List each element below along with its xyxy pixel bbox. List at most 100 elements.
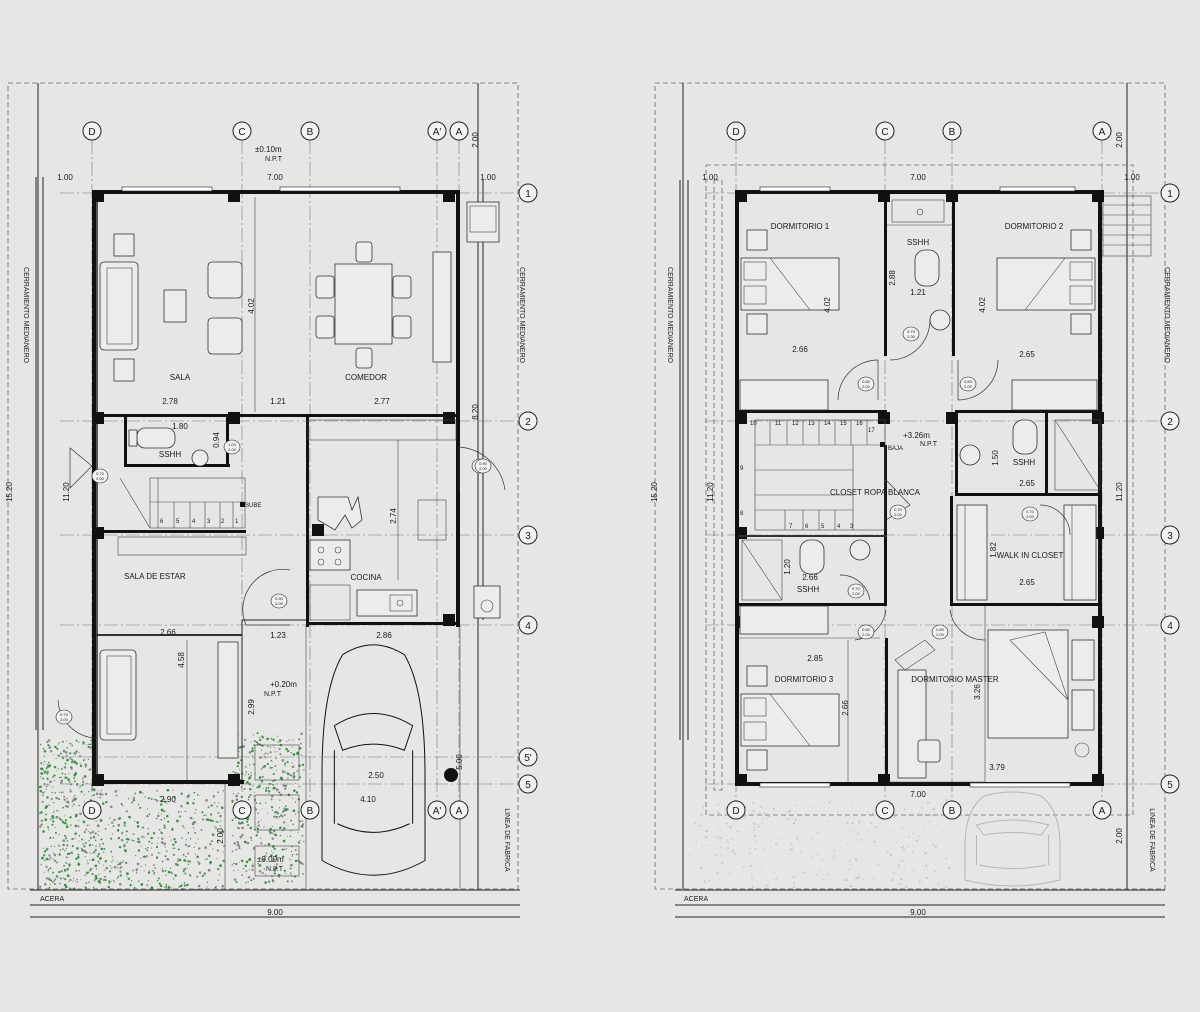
door-tag: 0.702.00 (847, 583, 865, 599)
grid-bubble-A: A (449, 121, 469, 141)
family-room-furniture (99, 640, 239, 780)
stair-step-number: 16 (856, 421, 863, 427)
grid-label: 3 (525, 531, 531, 542)
dimension-text: 2.77 (374, 397, 390, 406)
grid-label: 4 (1167, 621, 1173, 632)
grid-bubble-1: 1 (1160, 183, 1180, 203)
door-tag: 0.702.00 (902, 326, 920, 342)
stair-step-number: 8 (740, 511, 744, 517)
dimension-text: 2.74 (389, 508, 398, 524)
dimension-text: 2.90 (160, 795, 176, 804)
grid-label: C (238, 127, 245, 138)
grid-bubble-5-prime: 5' (518, 747, 538, 767)
door-height: 2.00 (1026, 514, 1035, 519)
dimension-text: 5.00 (455, 754, 464, 770)
stair-step-number: 12 (792, 421, 799, 427)
wall-label: CERRAMIENTO MEDIANERO (666, 267, 673, 363)
grid-label: A' (433, 127, 442, 138)
grid-bubbles-upper: D C B A D C B A 1 2 3 4 5 (726, 121, 1180, 820)
level-value: +0.20m (270, 680, 297, 689)
door-tag: 0.802.00 (931, 624, 949, 640)
dimension-text: 3.26 (973, 684, 982, 700)
grid-bubble-B: B (300, 121, 320, 141)
dimension-text: 11.20 (706, 482, 715, 502)
dimension-text: 1.82 (989, 542, 998, 558)
door-tags: 0.902.000.702.000.902.001.002.000.702.00… (55, 326, 1039, 725)
dimensions-upper: 1.00 7.00 1.00 2.66 4.02 2.88 1.21 2.65 … (650, 132, 1140, 917)
stair-step-number: 1 (235, 519, 239, 525)
room-label-sala-de-estar: SALA DE ESTAR (124, 572, 186, 581)
stair-direction-label: BAJA (888, 446, 903, 452)
dimension-text: 2.86 (376, 631, 392, 640)
dimension-text: 2.66 (160, 628, 176, 637)
grid-label: 1 (1167, 189, 1173, 200)
boundary-labels-ground: CERRAMIENTO MEDIANERO CERRAMIENTO MEDIAN… (22, 267, 525, 903)
upper-bathroom-fixtures (741, 199, 1101, 601)
master-bedroom-furniture (894, 629, 1095, 779)
dimension-text: 9.00 (267, 908, 283, 917)
dimension-text: 2.50 (368, 771, 384, 780)
bedroom-2-furniture (996, 229, 1098, 411)
dimension-text: 0.94 (212, 432, 221, 448)
door-width: 0.70 (1026, 509, 1035, 514)
dining-table (315, 241, 412, 369)
dimension-text: 11.20 (1115, 482, 1124, 502)
door-tag: 0.702.00 (1021, 506, 1039, 522)
door-tag: 0.702.00 (91, 468, 109, 484)
dimension-text: 2.65 (1019, 350, 1035, 359)
door-width: 0.90 (479, 461, 488, 466)
garden-area (38, 732, 305, 891)
stair-step-number: 11 (775, 421, 782, 427)
level-marker: +3.26m N.P.T (903, 431, 938, 448)
stair-step-number: 17 (868, 428, 875, 434)
grid-bubble-C: C (232, 121, 252, 141)
grid-bubble-C-bottom: C (232, 800, 252, 820)
stair-step-number: 9 (740, 466, 744, 472)
door-tag: 0.902.00 (270, 593, 288, 609)
stair-step-number: 2 (221, 519, 225, 525)
upper-floor-plan (654, 82, 1166, 918)
stair-step-number: 13 (808, 421, 815, 427)
street-label: ACERA (684, 896, 708, 903)
dimension-text: 1.21 (910, 288, 926, 297)
grid-label: B (949, 127, 956, 138)
stair-direction-label: SUBE (245, 503, 261, 509)
door-tag: 0.702.00 (55, 709, 73, 725)
stair-step-number: 3 (850, 524, 854, 530)
grid-bubble-B: B (942, 121, 962, 141)
dimension-text: 1.00 (702, 173, 718, 182)
grid-label: C (881, 127, 888, 138)
grid-bubble-3: 3 (518, 525, 538, 545)
dimension-text: 2.66 (802, 573, 818, 582)
grid-label: 5 (525, 780, 531, 791)
stair-step-number: 6 (805, 524, 809, 530)
grid-bubble-C-bottom: C (875, 800, 895, 820)
level-sub: N.P.T (266, 866, 284, 873)
grid-bubble-1: 1 (518, 183, 538, 203)
stair-step-numbers: 6 5 4 3 2 1 (160, 519, 239, 525)
dimension-text: 2.00 (1115, 132, 1124, 148)
door-height: 2.00 (862, 384, 871, 389)
grid-label: D (732, 806, 739, 817)
dimension-text: 3.79 (989, 763, 1005, 772)
dimension-text: 4.02 (823, 297, 832, 313)
dimension-text: 1.00 (1124, 173, 1140, 182)
room-label-closet: CLOSET ROPA BLANCA (830, 488, 921, 497)
bedroom-3-furniture (739, 605, 840, 771)
dimension-text: 4.58 (177, 652, 186, 668)
door-tag: 0.802.00 (857, 624, 875, 640)
kitchen-fixtures (307, 201, 501, 621)
grid-label: D (88, 806, 95, 817)
grid-label: A' (433, 806, 442, 817)
grid-label: B (949, 806, 956, 817)
room-label-dormitorio-2: DORMITORIO 2 (1005, 222, 1064, 231)
level-value: ±0.00m (257, 855, 284, 864)
dimension-text: 1.23 (270, 631, 286, 640)
grid-bubble-5: 5 (1160, 774, 1180, 794)
dimension-text: 2.88 (888, 270, 897, 286)
dimension-text: 7.00 (910, 173, 926, 182)
dimension-text: 1.50 (991, 450, 1000, 466)
stair-step-number: 14 (824, 421, 831, 427)
dimension-text: 4.10 (360, 795, 376, 804)
dimension-text: 2.66 (841, 700, 850, 716)
